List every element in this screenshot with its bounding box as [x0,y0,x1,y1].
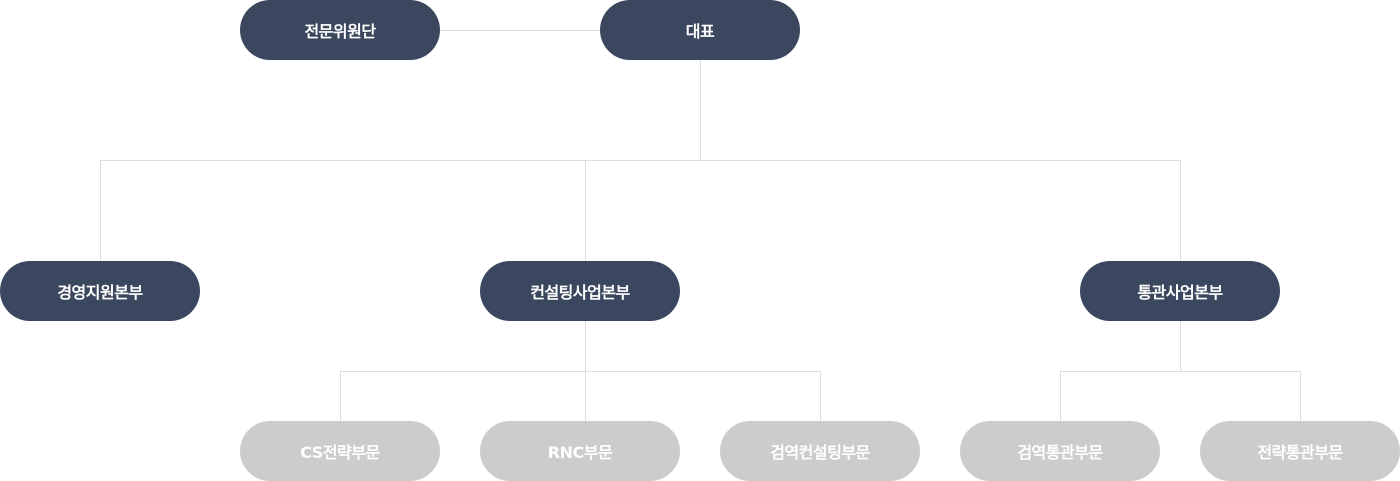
connector-line [100,160,101,261]
connector-line [340,371,341,421]
connector-line [700,60,701,160]
connector-line [1300,371,1301,421]
connector-line [1180,321,1181,371]
connector-line [1180,160,1181,261]
connector-line [100,160,1181,161]
node-department: 검역컨설팅부문 [720,421,920,481]
node-committee: 전문위원단 [240,0,440,60]
connector-line [585,160,586,261]
node-division: 컨설팅사업본부 [480,261,680,321]
connector-line [340,371,821,372]
connector-line [1060,371,1061,421]
connector-line [820,371,821,421]
node-department: CS전략부문 [240,421,440,481]
node-ceo: 대표 [600,0,800,60]
connector-line [1060,371,1301,372]
node-division: 통관사업본부 [1080,261,1280,321]
connector-line [440,30,600,31]
node-department: 전략통관부문 [1200,421,1400,481]
node-department: 검역통관부문 [960,421,1160,481]
node-department: RNC부문 [480,421,680,481]
node-division: 경영지원본부 [0,261,200,321]
